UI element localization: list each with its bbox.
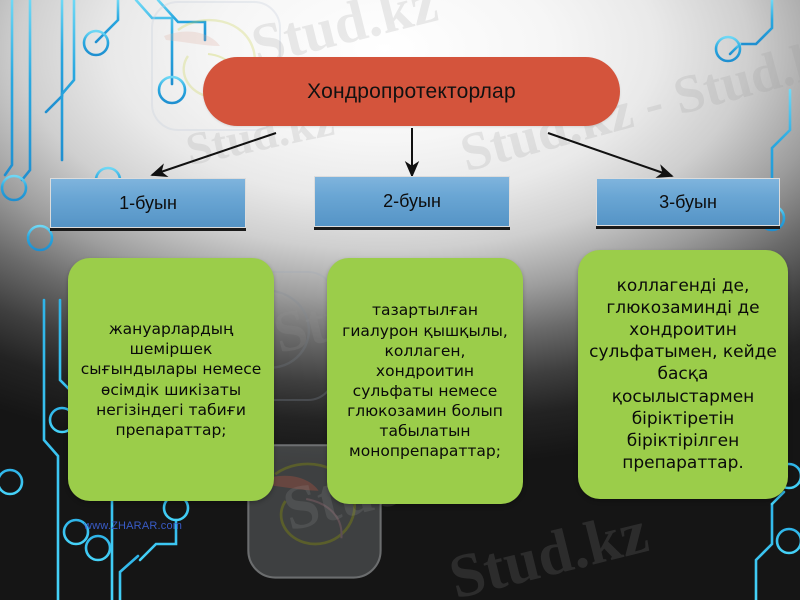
generation-3-content-box: коллагенді де, глюкозаминді де хондроити… [578, 250, 788, 499]
generation-1-label: 1-буын [119, 192, 177, 213]
zharar-site-watermark: www.ZHARAR.com [84, 520, 183, 532]
arrow-to-generation-3 [547, 132, 674, 178]
generation-3-box[interactable]: 3-буын [596, 178, 780, 226]
generation-2-underline [314, 227, 510, 230]
generation-3-content: коллагенді де, глюкозаминді де хондроити… [589, 276, 777, 473]
generation-1-content: жануарлардың шеміршек сығындылары немесе… [80, 320, 262, 439]
generation-1-content-box: жануарлардың шеміршек сығындылары немесе… [68, 258, 274, 501]
generation-2-box[interactable]: 2-буын [314, 176, 510, 227]
watermark-text: Stud.kz [442, 497, 655, 600]
page-title: Хондропротекторлар [307, 79, 516, 103]
arrow-to-generation-1 [150, 132, 277, 178]
diagram-title-shape: Хондропротекторлар [203, 57, 620, 126]
generation-3-label: 3-буын [659, 191, 717, 212]
generation-3-underline [596, 226, 780, 229]
generation-2-label: 2-буын [383, 191, 441, 211]
generation-2-content: тазартылған гиалурон қышқылы, коллаген, … [342, 301, 508, 461]
generation-1-underline [50, 228, 246, 231]
generation-1-box[interactable]: 1-буын [50, 178, 246, 228]
generation-2-content-box: тазартылған гиалурон қышқылы, коллаген, … [327, 258, 523, 504]
